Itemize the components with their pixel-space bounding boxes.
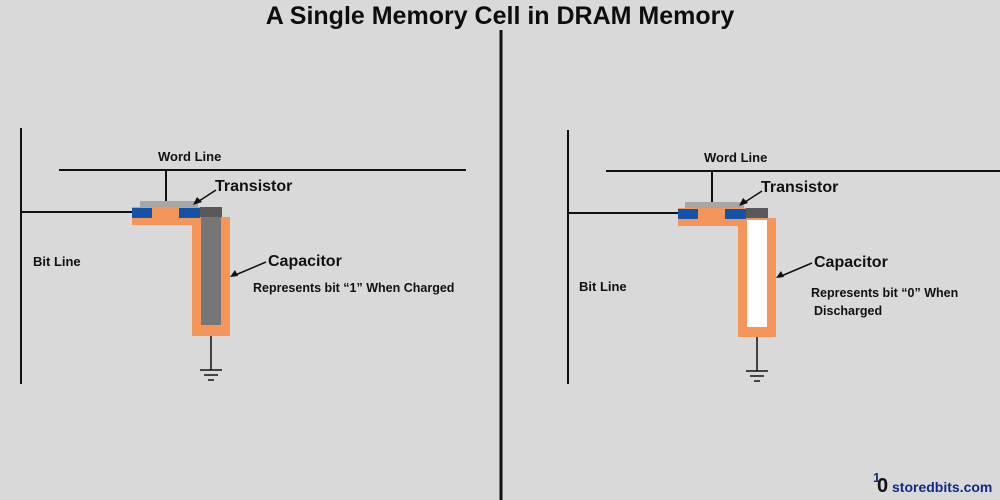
right-drain-contact: [746, 208, 768, 218]
logo-mark: 1 0: [872, 470, 896, 497]
right-bit-line-label: Bit Line: [579, 279, 627, 294]
right-capacitor-arrow: [776, 262, 813, 278]
left-capacitor-charged: [201, 217, 221, 325]
right-source-region: [678, 209, 698, 219]
right-capacitor-discharged: [747, 220, 767, 327]
right-transistor-arrow: [739, 190, 763, 206]
storedbits-logo: 1 0 storedbits.com: [872, 470, 993, 497]
right-bit-description-line1: Represents bit “0” When: [811, 286, 958, 300]
right-word-line-label: Word Line: [704, 150, 767, 165]
left-bit-description: Represents bit “1” When Charged: [253, 281, 454, 295]
left-transistor-arrow: [193, 189, 217, 205]
left-ground-symbol: [200, 336, 222, 381]
logo-digit-zero: 0: [877, 475, 889, 497]
right-ground-symbol: [746, 337, 768, 382]
logo-wordmark: storedbits.com: [892, 479, 993, 495]
right-capacitor-label: Capacitor: [814, 254, 888, 271]
right-drain-region: [725, 209, 746, 219]
left-bit-line-label: Bit Line: [33, 254, 81, 269]
left-memory-cell: Word Line Transistor Capacitor Bit Line …: [20, 128, 466, 384]
left-capacitor-label: Capacitor: [268, 253, 342, 270]
right-memory-cell: Word Line Transistor Capacitor Bit Line …: [567, 130, 1000, 384]
left-transistor-gate: [140, 201, 198, 207]
left-drain-region: [179, 208, 200, 218]
logo-digit-one: 1: [873, 470, 881, 485]
page-title: A Single Memory Cell in DRAM Memory: [265, 2, 735, 30]
left-source-region: [132, 208, 152, 218]
left-transistor-label: Transistor: [215, 178, 292, 195]
left-capacitor-arrow: [230, 261, 267, 277]
right-transistor-label: Transistor: [761, 179, 838, 196]
left-drain-contact: [200, 207, 222, 217]
left-word-line-label: Word Line: [158, 149, 221, 164]
right-bit-description-line2: Discharged: [814, 304, 882, 318]
right-transistor-gate: [685, 202, 744, 208]
